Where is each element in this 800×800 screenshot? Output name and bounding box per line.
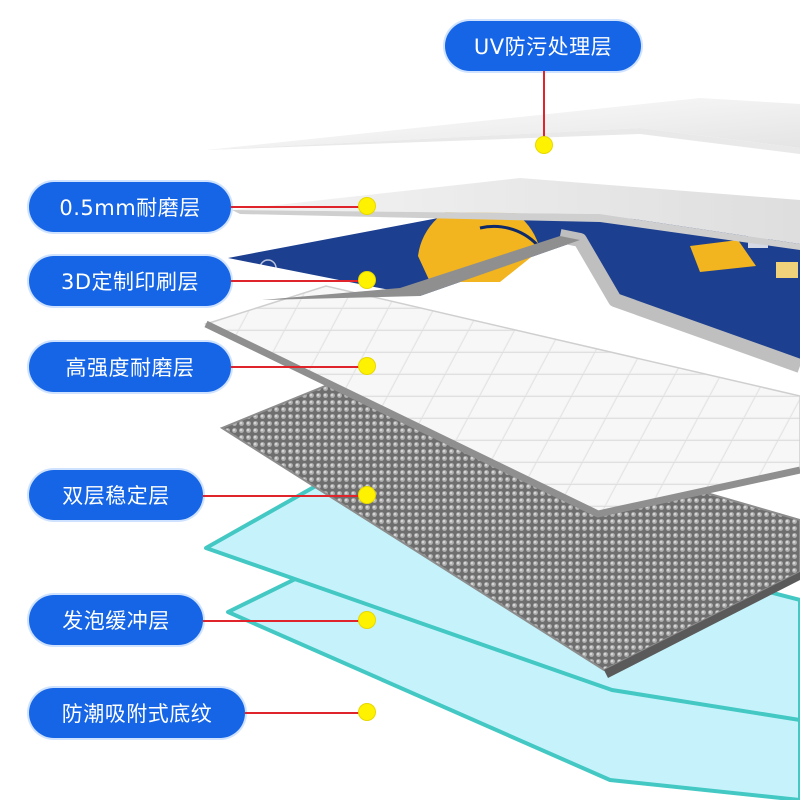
- leader-line-base: [245, 712, 367, 714]
- print-layer: [228, 201, 800, 373]
- marker-strength: [359, 358, 375, 374]
- label-print-layer-text: 3D定制印刷层: [60, 270, 200, 294]
- leader-line-foam: [203, 620, 367, 622]
- high-strength-layer: [203, 285, 800, 518]
- marker-base: [359, 704, 375, 720]
- label-uv-layer: UV防污处理层: [445, 21, 641, 71]
- leader-line-uv: [543, 71, 545, 143]
- marker-print: [359, 272, 375, 288]
- label-stabilizer-layer: 双层稳定层: [29, 470, 203, 520]
- label-stabilizer-layer-text: 双层稳定层: [62, 484, 170, 508]
- label-base-layer-text: 防潮吸附式底纹: [61, 702, 213, 726]
- label-print-layer: 3D定制印刷层: [29, 256, 231, 306]
- label-wear-layer: 0.5mm耐磨层: [29, 182, 231, 232]
- uv-film-layer: [206, 98, 800, 154]
- marker-wear: [359, 198, 375, 214]
- stabilizer-mesh-layer: [219, 382, 800, 678]
- leader-line-wear: [231, 206, 367, 208]
- leader-line-stabilizer: [203, 495, 367, 497]
- marker-stabilizer: [359, 487, 375, 503]
- leader-line-print: [231, 280, 367, 282]
- label-foam-layer: 发泡缓冲层: [29, 595, 203, 645]
- label-base-layer: 防潮吸附式底纹: [29, 688, 245, 738]
- label-wear-layer-text: 0.5mm耐磨层: [59, 196, 201, 220]
- label-strength-layer-text: 高强度耐磨层: [65, 356, 195, 380]
- wear-layer: [232, 178, 800, 250]
- label-foam-layer-text: 发泡缓冲层: [62, 609, 170, 633]
- marker-foam: [359, 612, 375, 628]
- marker-uv: [536, 137, 552, 153]
- leader-line-strength: [231, 366, 367, 368]
- label-strength-layer: 高强度耐磨层: [29, 342, 231, 392]
- label-uv-layer-text: UV防污处理层: [473, 35, 613, 59]
